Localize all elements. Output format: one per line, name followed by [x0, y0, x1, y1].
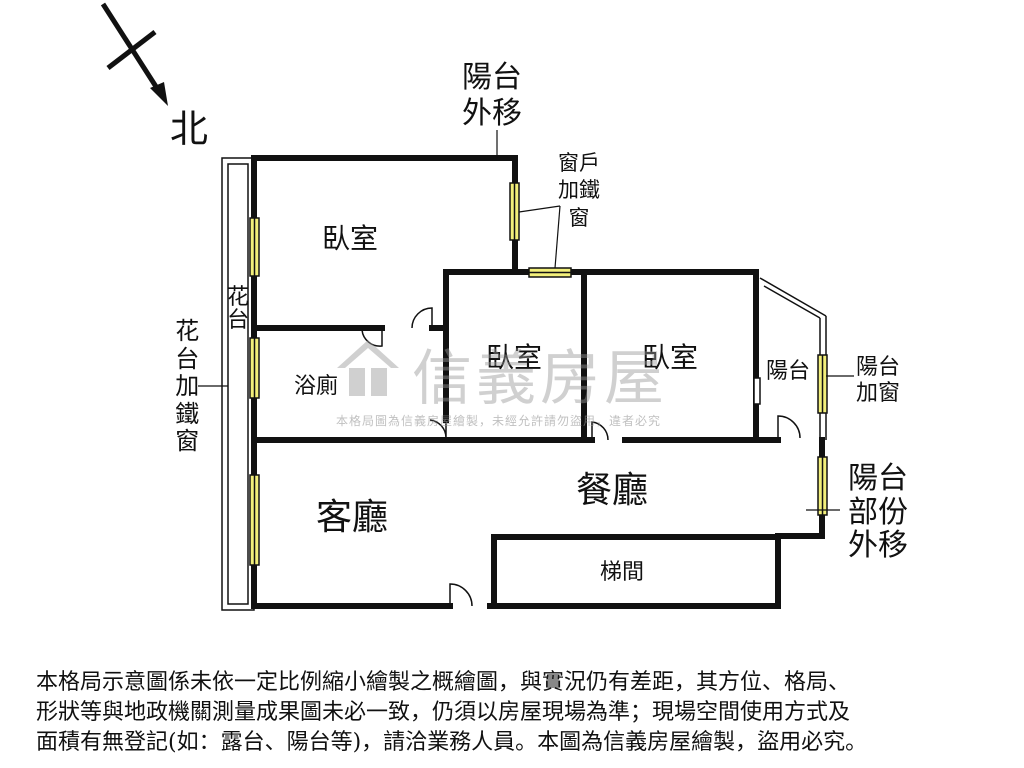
door-bedroom-2-icon [429, 419, 447, 439]
disclaimer-line: 形狀等與地政機關測量成果圖未必一致，仍須以房屋現場為準；現場空間使用方式及 [36, 700, 851, 725]
annotation-line: 陽台 [462, 60, 522, 95]
room-bedroom-2-label: 臥室 [486, 341, 543, 374]
annotation-planter-inner: 花台 [227, 285, 250, 334]
annotation-line: 外移 [462, 96, 522, 131]
room-living-label: 客廳 [316, 497, 389, 538]
annotation-line: 部份 [848, 494, 908, 530]
annotation-balcony-partial-moved-out: 陽台 部份 外移 [848, 462, 908, 563]
door-entry-icon [449, 583, 473, 607]
annotation-line: 陽台 [848, 461, 908, 496]
annotation-line: 窗戶 [558, 151, 600, 175]
annotation-line: 加窗 [856, 381, 901, 407]
north-label: 北 [170, 107, 209, 151]
annotation-window-iron-bars: 窗戶 加鐵 窗 [558, 150, 600, 232]
windows [249, 182, 828, 566]
doors [361, 307, 801, 607]
room-bedroom-3-label: 臥室 [642, 341, 699, 374]
leader-lines [198, 130, 854, 511]
annotation-balcony-window: 陽台 加窗 [856, 355, 900, 408]
annotation-line: 窗 [568, 205, 590, 230]
north-arrow-icon [100, 2, 168, 106]
disclaimer-line: 本格局示意圖係未依一定比例縮小繪製之概繪圖，與實況仍有差距，其方位、格局、 [36, 670, 851, 695]
door-bedroom-icon [411, 307, 433, 329]
annotation-line: 外移 [848, 528, 908, 564]
door-bath-icon [361, 328, 383, 347]
floor-plan [100, 2, 854, 611]
annotation-planter-iron-window: 花台加鐵窗 [175, 317, 200, 456]
annotation-balcony-moved-out-top: 陽台 外移 [462, 60, 522, 132]
room-balcony-label: 陽台 [766, 359, 811, 384]
disclaimer: 本格局示意圖係未依一定比例縮小繪製之概繪圖，與實況仍有差距，其方位、格局、 形狀… [36, 668, 996, 758]
disclaimer-line: 面積有無登記(如：露台、陽台等)，請洽業務人員。本圖為信義房屋繪製，盜用必究。 [36, 730, 868, 755]
room-bathroom-label: 浴廁 [294, 374, 339, 399]
annotation-line: 陽台 [856, 355, 901, 380]
room-bedroom-1-label: 臥室 [322, 222, 379, 255]
annotation-line: 加鐵 [558, 178, 600, 203]
planter-outline [221, 157, 255, 611]
door-balcony-icon [777, 415, 801, 440]
room-stairwell-label: 梯間 [600, 560, 645, 585]
room-dining-label: 餐廳 [576, 470, 649, 511]
door-bedroom-3-icon [591, 421, 609, 441]
